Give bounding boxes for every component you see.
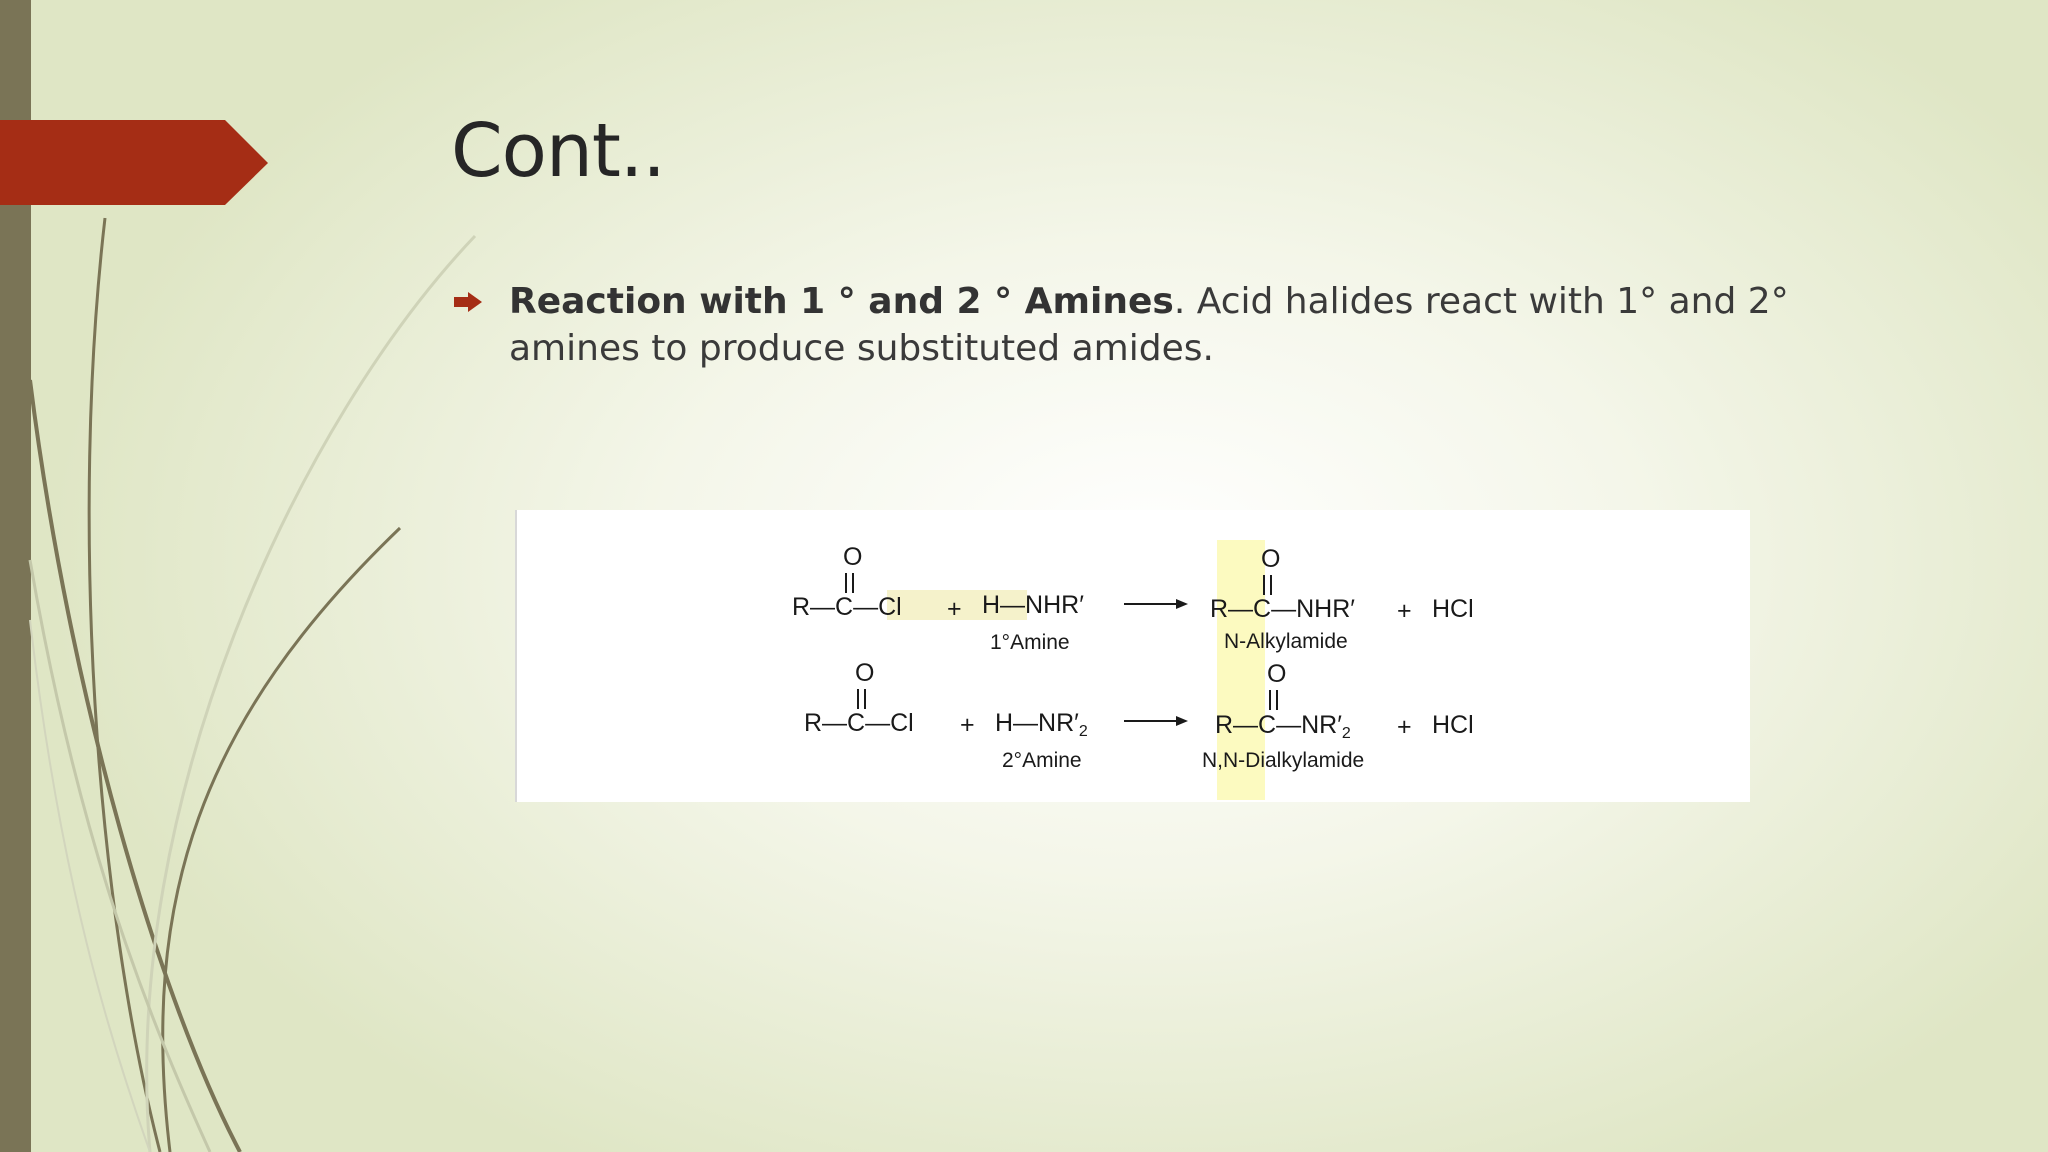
reaction2-product-subscript: 2 xyxy=(1341,725,1351,742)
reaction2-reactant-double-bond xyxy=(857,689,866,709)
reaction1-plus: + xyxy=(947,595,962,623)
reaction1-product-oxygen: O xyxy=(1261,545,1281,573)
reaction1-reactant-double-bond xyxy=(845,573,854,593)
reaction2-amine-formula: H—NR′ xyxy=(995,709,1079,737)
reaction2-plus: + xyxy=(960,711,975,739)
highlight-mark xyxy=(887,590,1027,620)
reaction2-amine-label: 2°Amine xyxy=(1002,749,1082,772)
bullet-body: . Acid halides react with 1° and 2° amin… xyxy=(509,281,1789,369)
reaction1-product-label: N-Alkylamide xyxy=(1224,630,1348,653)
reaction2-amine: H—NR′2 xyxy=(995,709,1088,741)
reaction1-plus-2: + xyxy=(1397,597,1412,625)
bullet-arrow-icon xyxy=(454,292,482,312)
reaction1-amine: H—NHR′ xyxy=(982,591,1084,619)
reaction1-byproduct: HCl xyxy=(1432,595,1474,623)
reaction2-byproduct: HCl xyxy=(1432,711,1474,739)
reaction1-arrow-icon xyxy=(1124,599,1188,609)
reaction2-product-formula: R—C—NR′ xyxy=(1215,711,1342,739)
reaction-figure: O R—C—Cl + H—NHR′ 1°Amine O R—C—NHR′ + H… xyxy=(515,510,1750,802)
reaction1-reactant: R—C—Cl xyxy=(792,593,902,621)
slide-title: Cont.. xyxy=(451,108,666,194)
reaction2-reactant: R—C—Cl xyxy=(804,709,914,737)
highlight-mark xyxy=(1217,540,1265,800)
reaction2-reactant-oxygen: O xyxy=(855,659,875,687)
reaction2-amine-subscript: 2 xyxy=(1078,723,1088,740)
reaction2-product-double-bond xyxy=(1269,690,1278,710)
reaction2-product-oxygen: O xyxy=(1267,660,1287,688)
bullet-text: Reaction with 1 ° and 2 ° Amines. Acid h… xyxy=(509,278,1869,372)
reaction2-arrow-icon xyxy=(1124,716,1188,726)
bullet-bold-heading: Reaction with 1 ° and 2 ° Amines xyxy=(509,281,1174,322)
reaction1-product: R—C—NHR′ xyxy=(1210,595,1355,623)
decorative-curves xyxy=(28,217,477,1152)
title-accent-tab xyxy=(0,120,268,205)
reaction1-product-double-bond xyxy=(1263,575,1272,595)
reaction2-product: R—C—NR′2 xyxy=(1215,711,1351,743)
reaction1-amine-label: 1°Amine xyxy=(990,631,1070,654)
reaction2-product-label: N,N-Dialkylamide xyxy=(1202,749,1365,772)
reaction1-reactant-oxygen: O xyxy=(843,543,863,571)
reaction2-plus-2: + xyxy=(1397,713,1412,741)
